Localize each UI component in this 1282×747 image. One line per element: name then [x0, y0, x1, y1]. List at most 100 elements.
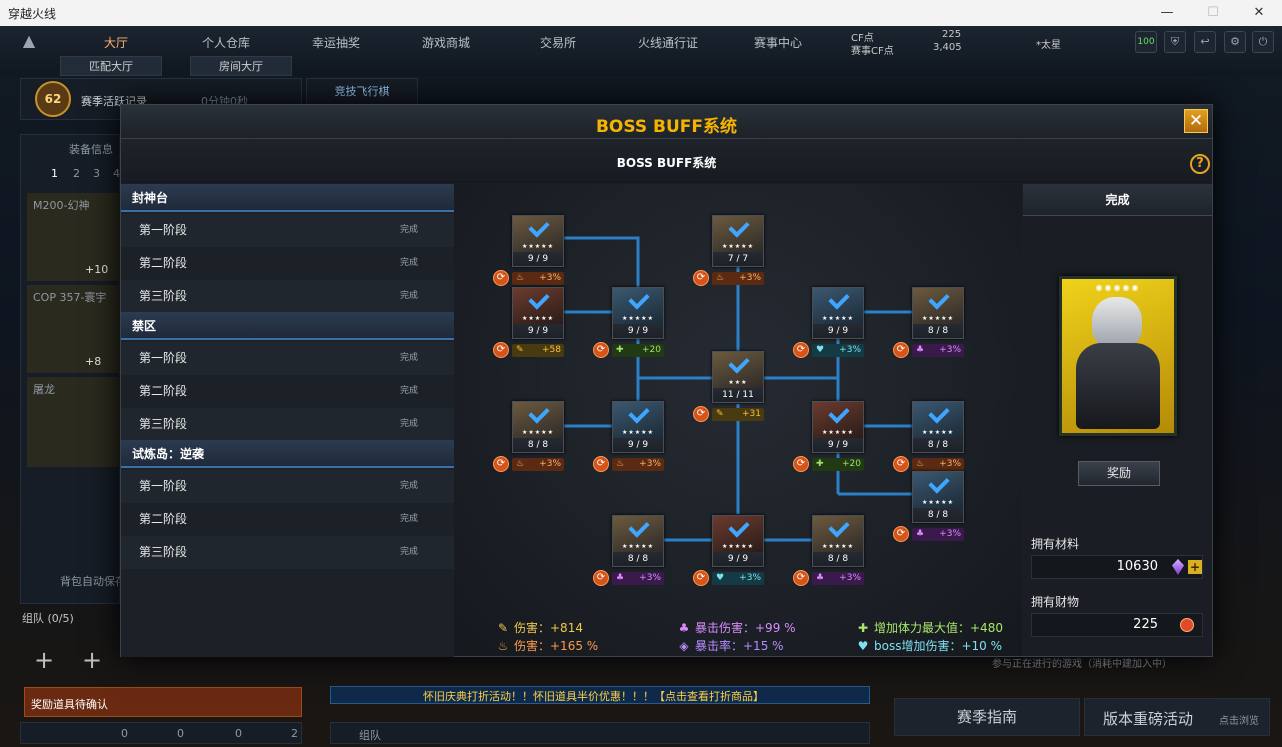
buff-node[interactable]: ★★★★★8 / 8: [912, 471, 964, 523]
season-guide-button[interactable]: 赛季指南: [894, 698, 1080, 736]
buff-node[interactable]: ★★★★★9 / 9: [812, 287, 864, 339]
stage-item[interactable]: 第三阶段完成: [121, 536, 454, 569]
buff-node[interactable]: ★★★★★7 / 7: [712, 215, 764, 267]
window-close-button[interactable]: ✕: [1253, 5, 1265, 20]
buff-node[interactable]: ★★★★★9 / 9: [712, 515, 764, 567]
card-star-icons: ◉◉◉◉◉: [1095, 283, 1141, 292]
tab-exchange[interactable]: 交易所: [539, 36, 576, 50]
return-icon[interactable]: ↩: [1194, 31, 1216, 53]
settings-gear-icon[interactable]: ⚙: [1224, 31, 1246, 53]
weapon-slot-secondary[interactable]: COP 357-寰宇 +8: [27, 285, 121, 373]
version-event-button[interactable]: 版本重磅活动 点击浏览: [1084, 698, 1270, 736]
stage-name: 第三阶段: [139, 289, 188, 303]
materials-field: 10630 +: [1031, 555, 1203, 579]
boss-reward-card[interactable]: ◉◉◉◉◉: [1059, 276, 1177, 436]
maximize-button[interactable]: ☐: [1207, 5, 1219, 20]
dialog-subtitle: BOSS BUFF系统: [616, 156, 717, 170]
bonus-value: +3%: [739, 273, 761, 283]
stage-item[interactable]: 第二阶段完成: [121, 247, 454, 280]
speed-chess-badge[interactable]: 竞技飞行棋: [306, 78, 418, 106]
buff-node[interactable]: ★★★★★8 / 8: [812, 515, 864, 567]
shield-icon[interactable]: ⛨: [1164, 31, 1186, 53]
loadout-tab-3[interactable]: 3: [93, 167, 100, 180]
upgrade-icon[interactable]: ⟳: [893, 456, 909, 472]
group-trial-island[interactable]: 试炼岛：逆袭: [121, 440, 454, 468]
upgrade-icon[interactable]: ⟳: [793, 342, 809, 358]
stage-item[interactable]: 第二阶段完成: [121, 503, 454, 536]
reward-button[interactable]: 奖励: [1078, 461, 1160, 486]
weapon-slot-melee[interactable]: 屠龙: [27, 377, 121, 467]
buff-node[interactable]: ★★★★★9 / 9: [512, 215, 564, 267]
node-bonus: ♨+3%: [512, 272, 564, 285]
upgrade-icon[interactable]: ⟳: [893, 526, 909, 542]
upgrade-icon[interactable]: ⟳: [793, 570, 809, 586]
upgrade-icon[interactable]: ⟳: [493, 270, 509, 286]
upgrade-icon[interactable]: ⟳: [793, 456, 809, 472]
upgrade-icon[interactable]: ⟳: [493, 456, 509, 472]
buff-tree: ★★★★★9 / 9⟳♨+3%★★★★★7 / 7⟳♨+3%★★★★★9 / 9…: [454, 184, 1022, 656]
group-fengshentai[interactable]: 封神台: [121, 184, 454, 212]
upgrade-icon[interactable]: ⟳: [493, 342, 509, 358]
add-member-icon[interactable]: +: [34, 646, 55, 674]
help-icon[interactable]: ?: [1190, 154, 1210, 174]
bonus-icon: ♨: [516, 459, 525, 469]
stage-item[interactable]: 第三阶段完成: [121, 408, 454, 441]
stage-item[interactable]: 第一阶段完成: [121, 342, 454, 375]
upgrade-icon[interactable]: ⟳: [593, 570, 609, 586]
group-restricted-zone[interactable]: 禁区: [121, 312, 454, 340]
buff-node[interactable]: ★★★★★9 / 9: [812, 401, 864, 453]
tab-events[interactable]: 赛事中心: [753, 36, 802, 50]
chat-bar[interactable]: 组队: [330, 722, 870, 744]
stage-item[interactable]: 第一阶段完成: [121, 470, 454, 503]
buff-node[interactable]: ★★★★★8 / 8: [912, 401, 964, 453]
add-member-icon[interactable]: +: [82, 646, 103, 674]
level-badge: 62: [35, 81, 71, 117]
boss-portrait: [713, 516, 763, 552]
dialog-subheader: BOSS BUFF系统 ?: [121, 139, 1212, 183]
buff-node[interactable]: ★★★11 / 11: [712, 351, 764, 403]
upgrade-icon[interactable]: ⟳: [693, 270, 709, 286]
stat-max-hp: ✚增加体力最大值：+480: [856, 619, 1003, 636]
weapon-slot-primary[interactable]: M200-幻神 +10: [27, 193, 121, 281]
upgrade-icon[interactable]: ⟳: [693, 570, 709, 586]
loadout-tab-2[interactable]: 2: [73, 167, 80, 180]
loadout-tab-4[interactable]: 4: [113, 167, 120, 180]
minimize-button[interactable]: —: [1160, 5, 1174, 20]
stage-item[interactable]: 第三阶段完成: [121, 280, 454, 313]
add-materials-icon[interactable]: +: [1188, 560, 1202, 574]
close-button[interactable]: ✕: [1184, 109, 1208, 133]
buff-node[interactable]: ★★★★★9 / 9: [612, 401, 664, 453]
bonus-value: +3%: [639, 459, 661, 469]
tab-lucky-draw[interactable]: 幸运抽奖: [311, 36, 360, 50]
upgrade-icon[interactable]: ⟳: [893, 342, 909, 358]
buff-node[interactable]: ★★★★★8 / 8: [612, 515, 664, 567]
home-icon[interactable]: ▲: [22, 31, 36, 50]
upgrade-icon[interactable]: ⟳: [593, 342, 609, 358]
marquee-bar[interactable]: 怀旧庆典打折活动！！怀旧道具半价优惠！！！【点击查看打折商品】: [330, 686, 870, 704]
stage-status: 完成: [399, 419, 418, 429]
stage-item[interactable]: 第一阶段完成: [121, 214, 454, 247]
upgrade-icon[interactable]: ⟳: [693, 406, 709, 422]
buff-node[interactable]: ★★★★★8 / 8: [512, 401, 564, 453]
buff-node[interactable]: ★★★★★9 / 9: [612, 287, 664, 339]
boss-portrait: [813, 402, 863, 438]
tab-warehouse[interactable]: 个人仓库: [201, 36, 250, 50]
bonus-icon: ♨: [916, 459, 925, 469]
upgrade-icon[interactable]: ⟳: [593, 456, 609, 472]
node-level: 8 / 8: [927, 326, 949, 336]
stage-item[interactable]: 第二阶段完成: [121, 375, 454, 408]
chat-channel[interactable]: 组队: [359, 729, 381, 742]
tab-battle-pass[interactable]: 火线通行证: [637, 36, 698, 50]
reward-confirm-bar[interactable]: 奖励道具待确认: [24, 687, 302, 717]
counter: 2: [291, 727, 298, 740]
node-level: 8 / 8: [827, 554, 849, 564]
loadout-tab-1[interactable]: 1: [51, 167, 58, 180]
tab-shop[interactable]: 游戏商城: [421, 36, 470, 50]
tab-lobby[interactable]: 大厅: [103, 36, 128, 50]
power-icon[interactable]: ⏻: [1252, 31, 1274, 53]
buff-node[interactable]: ★★★★★9 / 9: [512, 287, 564, 339]
buff-node[interactable]: ★★★★★8 / 8: [912, 287, 964, 339]
subtab-match-lobby[interactable]: 匹配大厅: [60, 56, 162, 76]
subtab-room-lobby[interactable]: 房间大厅: [190, 56, 292, 76]
boss-portrait: [713, 216, 763, 252]
